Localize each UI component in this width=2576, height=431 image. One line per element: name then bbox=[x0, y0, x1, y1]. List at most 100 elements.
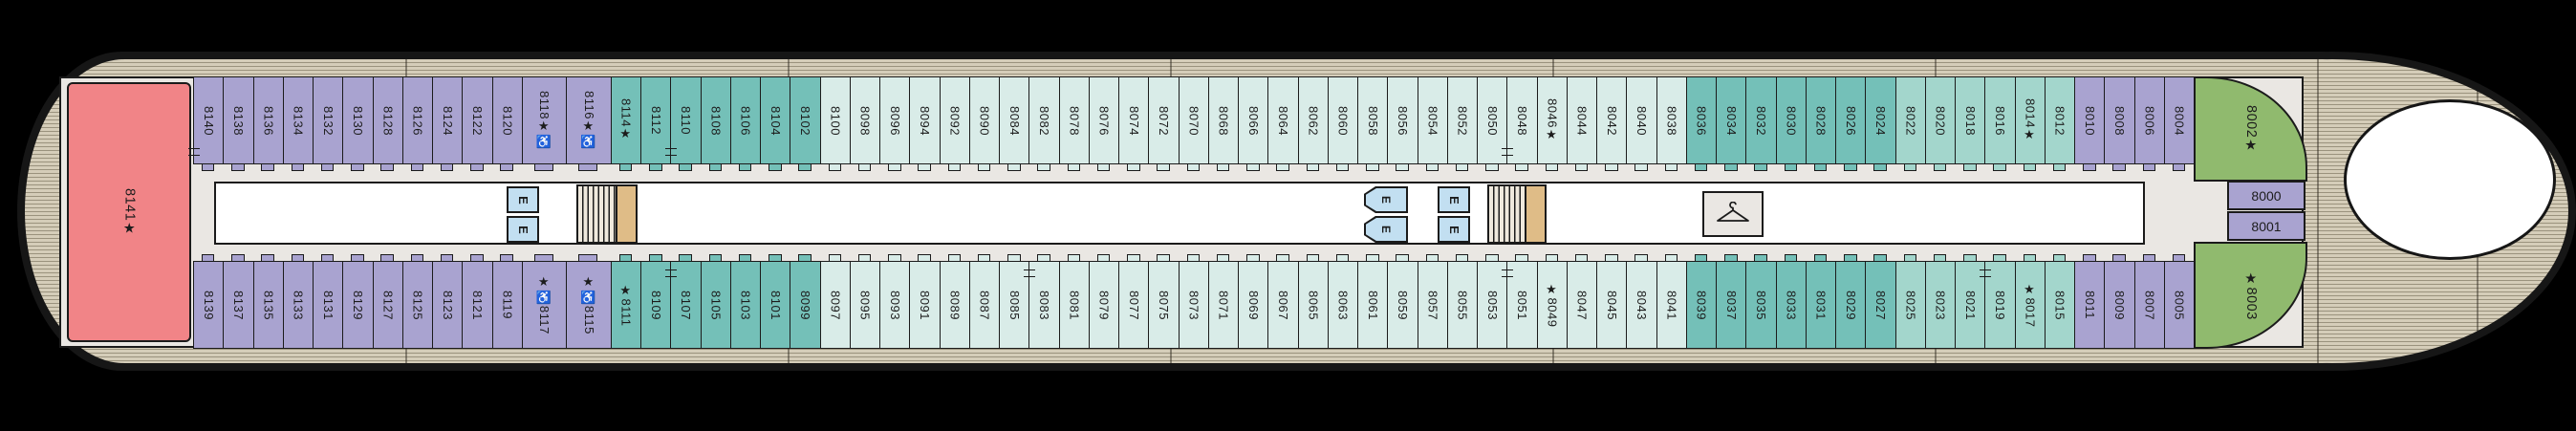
cabin-number: 8056 bbox=[1396, 105, 1411, 136]
cabin-number: 8061 bbox=[1365, 290, 1380, 320]
cabin-8089: 8089 bbox=[939, 254, 971, 349]
cabin-8055: 8055 bbox=[1446, 254, 1479, 349]
cabin-8057: 8057 bbox=[1417, 254, 1449, 349]
cabin-number: 8024 bbox=[1873, 105, 1889, 136]
cabin-number: 8057 bbox=[1425, 290, 1440, 320]
cabin-8117: ★♿8117 bbox=[521, 254, 568, 349]
cabin-8062: 8062 bbox=[1297, 76, 1330, 171]
cabin-8004: 8004 bbox=[2163, 76, 2196, 171]
cabin-number: 8138 bbox=[231, 105, 247, 136]
cabin-number: 8107 bbox=[679, 290, 694, 320]
cabin-8011: 8011 bbox=[2074, 254, 2106, 349]
cabin-number: 8066 bbox=[1245, 105, 1261, 136]
cabin-8033: 8033 bbox=[1775, 254, 1808, 349]
cabin-8008: 8008 bbox=[2104, 76, 2136, 171]
cabin-number: 8099 bbox=[798, 290, 813, 320]
cabin-number: 8054 bbox=[1425, 105, 1440, 136]
cabin-number: 8045 bbox=[1604, 290, 1619, 320]
cabin-8116: 8116★♿ bbox=[566, 76, 613, 171]
cabin-8119: 8119 bbox=[491, 254, 524, 349]
elevator: E bbox=[1364, 186, 1408, 213]
cabin-8020: 8020 bbox=[1924, 76, 1957, 171]
cabin-number: ★8049 bbox=[1545, 282, 1560, 328]
cabin-8016: 8016 bbox=[1984, 76, 2017, 171]
cabin-8114: 8114★ bbox=[610, 76, 642, 171]
cabin-8043: 8043 bbox=[1626, 254, 1658, 349]
cabin-8035: 8035 bbox=[1745, 254, 1778, 349]
cabin-8127: 8127 bbox=[372, 254, 404, 349]
cabin-number: 8134 bbox=[291, 105, 306, 136]
cabin-8133: 8133 bbox=[282, 254, 314, 349]
cabin-number: 8025 bbox=[1903, 290, 1918, 320]
cabin-8046: 8046★ bbox=[1536, 76, 1569, 171]
cabin-8042: 8042 bbox=[1596, 76, 1628, 171]
cabin-8100: 8100 bbox=[819, 76, 852, 171]
cabin-8048: 8048 bbox=[1502, 76, 1539, 171]
cabin-number: 8112 bbox=[648, 106, 663, 135]
cabin-8097: 8097 bbox=[819, 254, 852, 349]
cabin-number: 8041 bbox=[1664, 290, 1679, 320]
cabin-number: 8012 bbox=[2052, 105, 2067, 136]
cabin-8012: 8012 bbox=[2044, 76, 2076, 171]
cabin-number: 8058 bbox=[1365, 105, 1380, 136]
cabin-8065: 8065 bbox=[1297, 254, 1330, 349]
cabin-number: 8019 bbox=[1993, 290, 2008, 320]
cabin-8051: 8051 bbox=[1502, 254, 1539, 349]
connecting-door-mark bbox=[1980, 269, 1992, 277]
cabin-8077: 8077 bbox=[1118, 254, 1150, 349]
cabin-number: 8095 bbox=[857, 290, 873, 320]
cabin-number: 8062 bbox=[1306, 105, 1321, 136]
cabin-8106: 8106 bbox=[729, 76, 762, 171]
cabin-number: 8133 bbox=[291, 290, 306, 320]
cabin-number: 8059 bbox=[1396, 290, 1411, 320]
elevator-label: E bbox=[515, 225, 530, 234]
cabin-number: 8004 bbox=[2172, 105, 2187, 136]
cabin-number: 8127 bbox=[380, 290, 396, 320]
cabin-8010: 8010 bbox=[2074, 76, 2106, 171]
cabin-number: ★♿8117 bbox=[537, 275, 552, 334]
cabin-number: 8023 bbox=[1933, 290, 1948, 320]
connecting-door-mark bbox=[188, 148, 200, 156]
cabin-8126: 8126 bbox=[401, 76, 434, 171]
center-service-block: E E E E E E bbox=[214, 182, 2145, 245]
launderette bbox=[1702, 191, 1764, 237]
cabin-number: 8082 bbox=[1037, 105, 1052, 136]
cabin-number: 8047 bbox=[1574, 290, 1590, 320]
cabin-number: 8114★ bbox=[618, 98, 634, 142]
cabin-8009: 8009 bbox=[2104, 254, 2136, 349]
cabin-number: 8087 bbox=[977, 290, 992, 320]
cabin-number: 8084 bbox=[1007, 105, 1022, 136]
cabin-8047: 8047 bbox=[1566, 254, 1598, 349]
cabin-number: 8002★ bbox=[2242, 104, 2259, 154]
cabin-number: 8070 bbox=[1186, 105, 1201, 136]
cabin-number: 8029 bbox=[1843, 290, 1858, 320]
stairs-icon bbox=[578, 186, 616, 242]
cabin-8059: 8059 bbox=[1387, 254, 1419, 349]
connecting-door-mark bbox=[1502, 269, 1514, 277]
cabin-number: 8001 bbox=[2251, 218, 2282, 234]
cabin-number: 8005 bbox=[2172, 290, 2187, 320]
cabin-8076: 8076 bbox=[1088, 76, 1120, 171]
cabin-8138: 8138 bbox=[223, 76, 254, 171]
cabin-number: 8065 bbox=[1306, 290, 1321, 320]
cabin-number: ★8003 bbox=[2242, 270, 2259, 320]
cabin-8136: 8136 bbox=[252, 76, 285, 171]
elevator: E bbox=[507, 186, 539, 213]
cabin-8099: 8099 bbox=[790, 254, 822, 349]
cabin-8084: 8084 bbox=[999, 76, 1030, 171]
cabin-number: 8038 bbox=[1664, 105, 1679, 136]
cabin-8132: 8132 bbox=[313, 76, 344, 171]
cabin-8079: 8079 bbox=[1088, 254, 1120, 349]
cabin-number: 8128 bbox=[380, 105, 396, 136]
cabin-number: 8125 bbox=[410, 290, 425, 320]
elevator-label: E bbox=[1446, 225, 1461, 234]
cabin-number: 8120 bbox=[500, 105, 515, 136]
cabin-8137: 8137 bbox=[223, 254, 254, 349]
elevator: E bbox=[1364, 216, 1408, 243]
cabin-number: 8063 bbox=[1335, 290, 1351, 320]
cabin-number: 8092 bbox=[947, 105, 963, 136]
cabin-8140: 8140 bbox=[188, 76, 225, 171]
cabin-number: 8139 bbox=[201, 290, 216, 320]
cabin-8104: 8104 bbox=[760, 76, 791, 171]
